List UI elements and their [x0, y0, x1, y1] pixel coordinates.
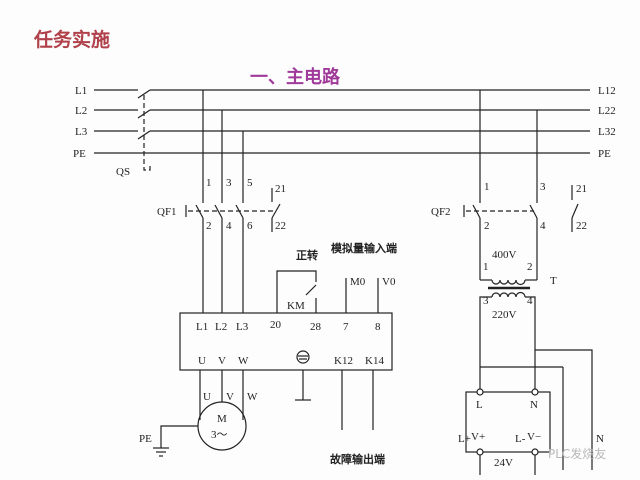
km-contact [276, 270, 379, 313]
task-title: 任务实施 [33, 28, 110, 51]
transformer-pin: 2 [527, 261, 533, 273]
qf1-pin: 3 [226, 177, 232, 189]
qf2-label: QF2 [431, 206, 451, 218]
qf1-label: QF1 [157, 206, 177, 218]
m0-label: M0 [350, 276, 366, 288]
bus-label-l1: L1 [75, 85, 87, 97]
bus-label-l2: L2 [75, 105, 87, 117]
km-label: KM [287, 300, 305, 312]
watermark: PLC发烧友 [548, 446, 606, 461]
bus-label-pe: PE [73, 148, 86, 160]
transformer-pin: 1 [483, 261, 489, 273]
motor-wire-label: W [247, 391, 258, 403]
psu-n-out: N [596, 433, 604, 445]
qf2-pin: 22 [576, 220, 587, 232]
motor-wire-label: U [203, 391, 211, 403]
qf2-pin: 4 [540, 220, 546, 232]
transformer-icon [479, 279, 593, 470]
psu-v-plus: V+ [471, 431, 485, 443]
pe-ground-icon [153, 425, 198, 457]
motor-pe-label: PE [139, 433, 152, 445]
qf2-pin: 21 [576, 183, 587, 195]
qf1-pin: 2 [206, 220, 212, 232]
terminal-label: K12 [334, 355, 353, 367]
bus-lines [94, 89, 590, 171]
qf1-pin: 4 [226, 220, 232, 232]
secondary-voltage: 220V [492, 309, 517, 321]
bus-label-l22: L22 [598, 105, 616, 117]
qf1-pin: 22 [275, 220, 286, 232]
qf1-breaker [185, 90, 281, 313]
analog-input-label: 模拟量输入端 [331, 241, 397, 255]
motor-wire-label: V [226, 391, 234, 403]
ground-icon [295, 350, 311, 401]
qf2-breaker [463, 90, 579, 280]
qf1-pin: 5 [247, 177, 253, 189]
terminal-label: U [198, 355, 206, 367]
section-title: 一、主电路 [250, 66, 341, 88]
psu-l-minus: L- [515, 433, 526, 445]
qf1-pin: 21 [275, 183, 286, 195]
terminal-label: 7 [343, 321, 349, 333]
motor-icon [197, 401, 247, 451]
transformer-pin: 3 [483, 295, 489, 307]
power-supply [465, 366, 564, 475]
terminal-label: 28 [310, 321, 322, 333]
qf2-pin: 3 [540, 181, 546, 193]
qf1-pin: 6 [247, 220, 253, 232]
psu-l-plus: L+ [458, 433, 471, 445]
transformer-label: T [550, 275, 557, 287]
bus-label-pe-right: PE [598, 148, 611, 160]
transformer-pin: 4 [527, 295, 533, 307]
bus-label-l12: L12 [598, 85, 616, 97]
forward-label: 正转 [296, 248, 318, 262]
bus-label-l3: L3 [75, 126, 88, 138]
terminal-label: 8 [375, 321, 381, 333]
psu-l: L [476, 399, 483, 411]
inverter-box [179, 312, 393, 371]
terminal-label: V [218, 355, 226, 367]
qf2-pin: 2 [484, 220, 490, 232]
qf1-pin: 1 [206, 177, 212, 189]
motor-label: M [217, 413, 227, 425]
fault-output-label: 故障输出端 [330, 452, 385, 466]
psu-voltage: 24V [494, 457, 513, 469]
terminal-label: L3 [236, 321, 249, 333]
terminal-label: L2 [215, 321, 227, 333]
qf2-pin: 1 [484, 181, 490, 193]
qs-label: QS [116, 166, 130, 178]
terminal-label: W [238, 355, 249, 367]
terminal-label: 20 [270, 319, 282, 331]
primary-voltage: 400V [492, 249, 517, 261]
bus-label-l32: L32 [598, 126, 616, 138]
v0-label: V0 [382, 276, 396, 288]
terminal-label: K14 [365, 355, 384, 367]
motor-sub-label: 3～ [211, 429, 228, 441]
psu-n: N [530, 399, 538, 411]
psu-v-minus: V− [527, 431, 541, 443]
terminal-label: L1 [196, 321, 208, 333]
